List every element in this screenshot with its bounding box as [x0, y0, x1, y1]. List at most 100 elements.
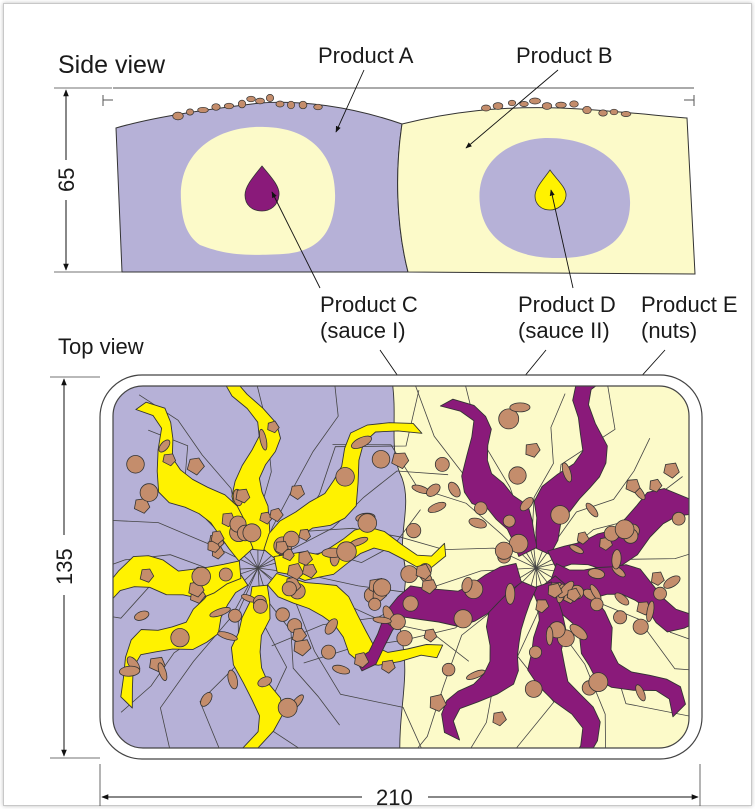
nut-piece [191, 566, 211, 587]
side-nut-piece [197, 106, 209, 114]
nut-piece [650, 571, 665, 586]
nut-piece [441, 662, 456, 677]
nut-piece [566, 587, 582, 603]
label-product-a: Product A [318, 43, 414, 68]
label-product-e: Product E [641, 292, 738, 317]
side-view-title: Side view [58, 51, 166, 79]
nut-piece [126, 455, 145, 474]
dimension-135: 135 [50, 376, 100, 759]
nut-piece [653, 586, 667, 601]
nut-piece [139, 568, 155, 583]
nut-piece [505, 583, 516, 605]
nut-piece [434, 456, 450, 472]
nut-piece [426, 483, 441, 497]
leader-product-a [335, 69, 365, 133]
nut-piece [267, 420, 280, 434]
side-nut-piece [265, 94, 275, 102]
nut-piece [389, 613, 406, 631]
top-nut-pieces [119, 402, 686, 727]
nut-piece [277, 697, 298, 718]
nut-piece [242, 523, 262, 543]
dimension-65: 65 [54, 87, 122, 273]
side-nut-piece [598, 109, 608, 117]
nut-piece [293, 639, 312, 657]
nut-piece [468, 517, 487, 529]
nut-piece [200, 692, 213, 707]
nut-piece [502, 514, 516, 528]
nut-piece [158, 439, 171, 453]
side-nut-piece [211, 103, 221, 111]
nut-piece [492, 711, 507, 727]
nut-piece [588, 672, 609, 692]
nut-piece [421, 579, 438, 595]
nut-piece [585, 502, 599, 518]
tray-contents [113, 386, 689, 748]
nut-piece [461, 576, 473, 593]
nut-piece [423, 628, 438, 643]
nut-piece [447, 481, 461, 498]
nut-piece [170, 628, 190, 648]
leader-product-c-side [271, 191, 321, 289]
nut-piece [545, 626, 554, 646]
nut-piece [289, 484, 305, 500]
nut-piece [519, 496, 534, 512]
nut-piece [614, 519, 635, 540]
label-product-c-sub: (sauce I) [320, 318, 406, 343]
nut-piece [324, 618, 338, 635]
nut-piece [275, 541, 289, 555]
nut-piece [186, 457, 205, 476]
label-product-c: Product C [320, 292, 418, 317]
nut-piece [547, 582, 563, 599]
nut-piece [535, 599, 550, 614]
nut-piece [287, 562, 304, 581]
nut-piece [569, 544, 584, 554]
side-rim-left [102, 95, 113, 106]
nut-piece [321, 644, 336, 660]
crack-line [145, 567, 259, 748]
nut-piece [217, 631, 238, 641]
nut-piece [550, 505, 570, 525]
dimension-210: 210 [99, 764, 701, 809]
nut-piece [210, 530, 225, 545]
nut-piece [405, 522, 422, 539]
nut-piece [209, 607, 231, 618]
nut-piece [134, 610, 150, 621]
nut-piece [275, 607, 290, 622]
nut-piece [235, 488, 251, 504]
nut-piece [269, 507, 284, 523]
side-nut-piece [620, 111, 632, 117]
nut-piece [162, 453, 177, 467]
nut-piece [402, 595, 419, 612]
sauce-arm [219, 584, 284, 748]
nut-piece [632, 618, 649, 635]
sauce-arm [267, 573, 444, 666]
leader-product-b [465, 69, 559, 149]
sauce-arm [547, 488, 689, 572]
nut-piece [119, 665, 141, 677]
nut-piece [427, 501, 447, 513]
side-nut-piece [492, 102, 504, 110]
nut-piece [561, 462, 572, 483]
nut-piece [671, 511, 686, 526]
nut-piece [590, 597, 604, 612]
nut-piece [281, 581, 297, 597]
nut-piece [357, 513, 378, 533]
nut-piece [218, 567, 233, 582]
side-nut-piece [246, 95, 256, 103]
nut-piece [354, 652, 370, 669]
side-rim-right [684, 95, 695, 106]
nut-piece [453, 609, 473, 629]
dimension-side-height-label: 65 [54, 168, 79, 192]
nut-piece [529, 645, 543, 659]
side-nut-piece [529, 97, 541, 105]
crack-line [332, 444, 537, 569]
nut-piece [614, 592, 630, 606]
tray-inner-edge [112, 385, 690, 749]
figure-frame [3, 3, 752, 806]
side-nut-piece [541, 102, 553, 110]
nut-piece [257, 676, 272, 688]
nut-piece [611, 549, 622, 570]
nut-piece [283, 530, 300, 548]
nut-piece [663, 575, 681, 589]
nut-piece [298, 550, 313, 566]
